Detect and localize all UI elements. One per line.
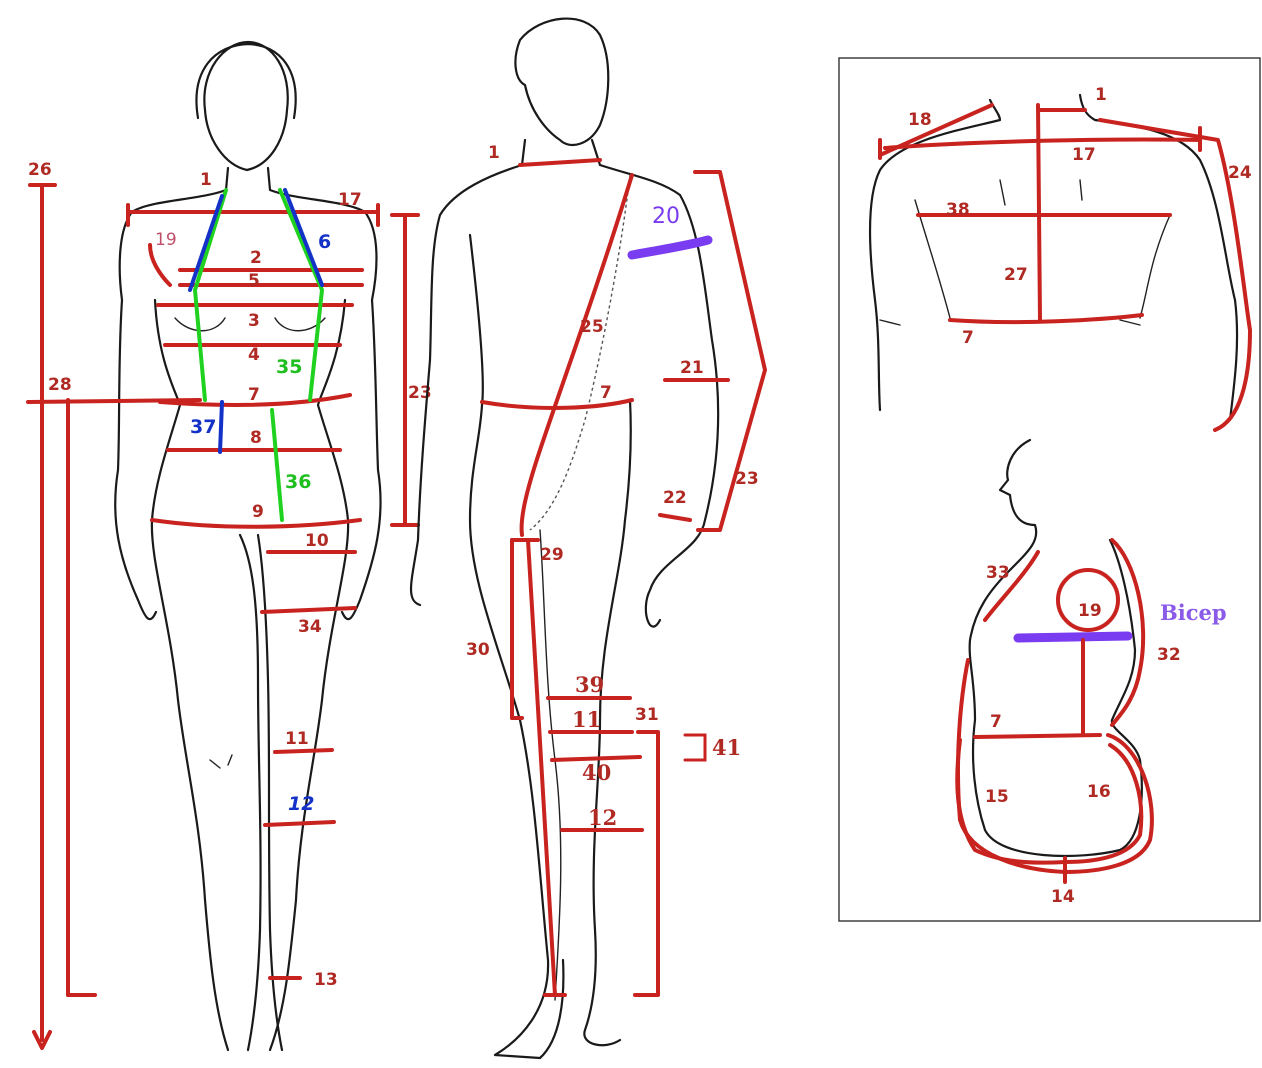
label-25: 25 [580,317,604,337]
measure-line-22 [660,515,690,520]
measure-line-11 [275,750,332,752]
label-22: 22 [663,488,687,508]
label-26: 26 [28,160,52,180]
measure-line-27 [1038,105,1040,320]
label-29: 29 [540,545,564,565]
label-27: 27 [1004,265,1028,285]
label-1: 1 [200,170,212,190]
label-14: 14 [1051,887,1075,907]
label-bicep: Bicep [1160,600,1227,625]
measure-line-35-left [195,190,226,400]
label-16: 16 [1087,782,1111,802]
label-1-inset: 1 [1095,85,1107,105]
bicep-line-inset [1018,636,1128,638]
measure-bracket-41 [685,735,705,760]
female-torso-outline [152,300,348,1050]
label-21: 21 [680,358,704,378]
label-12: 12 [288,793,314,815]
label-37: 37 [190,416,216,438]
male-figure: 1 20 25 21 7 23 22 29 30 39 11 31 41 40 … [411,19,765,1058]
female-figure: 26 1 17 19 6 2 5 3 4 35 28 7 37 8 23 36 … [28,42,432,1050]
label-17-inset: 17 [1072,145,1096,165]
label-6: 6 [318,231,331,253]
measure-line-29 [528,540,555,995]
label-38: 38 [946,200,970,220]
female-hair-outline [196,44,295,118]
measure-line-1-male [520,160,600,165]
label-15: 15 [985,787,1009,807]
label-11-male: 11 [572,707,601,732]
label-40: 40 [582,760,611,785]
label-28: 28 [48,375,72,395]
measure-line-12 [265,822,334,825]
label-31: 31 [635,705,659,725]
measure-line-36 [272,410,282,520]
label-39: 39 [575,672,604,697]
label-4: 4 [248,345,260,365]
male-head-outline [515,19,608,145]
measure-line-37 [220,402,222,452]
measure-line-25 [522,175,632,535]
label-13: 13 [314,970,338,990]
label-41: 41 [712,735,741,760]
label-30: 30 [466,640,490,660]
label-18: 18 [908,110,932,130]
label-33: 33 [986,563,1010,583]
label-24: 24 [1228,163,1252,183]
label-23-male: 23 [735,469,759,489]
label-19-inset: 19 [1078,601,1102,621]
female-knee-marks [210,755,232,768]
label-7-side: 7 [990,712,1002,732]
label-7-inset: 7 [962,328,974,348]
label-7-male: 7 [600,383,612,403]
label-19: 19 [155,230,177,250]
female-head-outline [204,42,287,170]
measure-line-31 [635,732,658,995]
label-20: 20 [652,204,680,229]
label-17: 17 [338,190,362,210]
label-12-male: 12 [588,805,617,830]
label-35: 35 [276,356,302,378]
label-5: 5 [248,271,260,291]
label-8: 8 [250,428,262,448]
measure-line-34 [262,608,355,612]
label-1-male: 1 [488,143,500,163]
label-10: 10 [305,531,329,551]
label-36: 36 [285,471,311,493]
label-9: 9 [252,502,264,522]
bicep-line-20 [632,240,708,255]
measure-line-19 [150,245,170,285]
label-2: 2 [250,248,262,268]
label-7: 7 [248,385,260,405]
label-34: 34 [298,617,322,637]
label-3: 3 [248,311,260,331]
label-32: 32 [1157,645,1181,665]
label-11: 11 [285,729,309,749]
measure-line-7-side [975,735,1100,737]
inset-panel [839,58,1260,921]
